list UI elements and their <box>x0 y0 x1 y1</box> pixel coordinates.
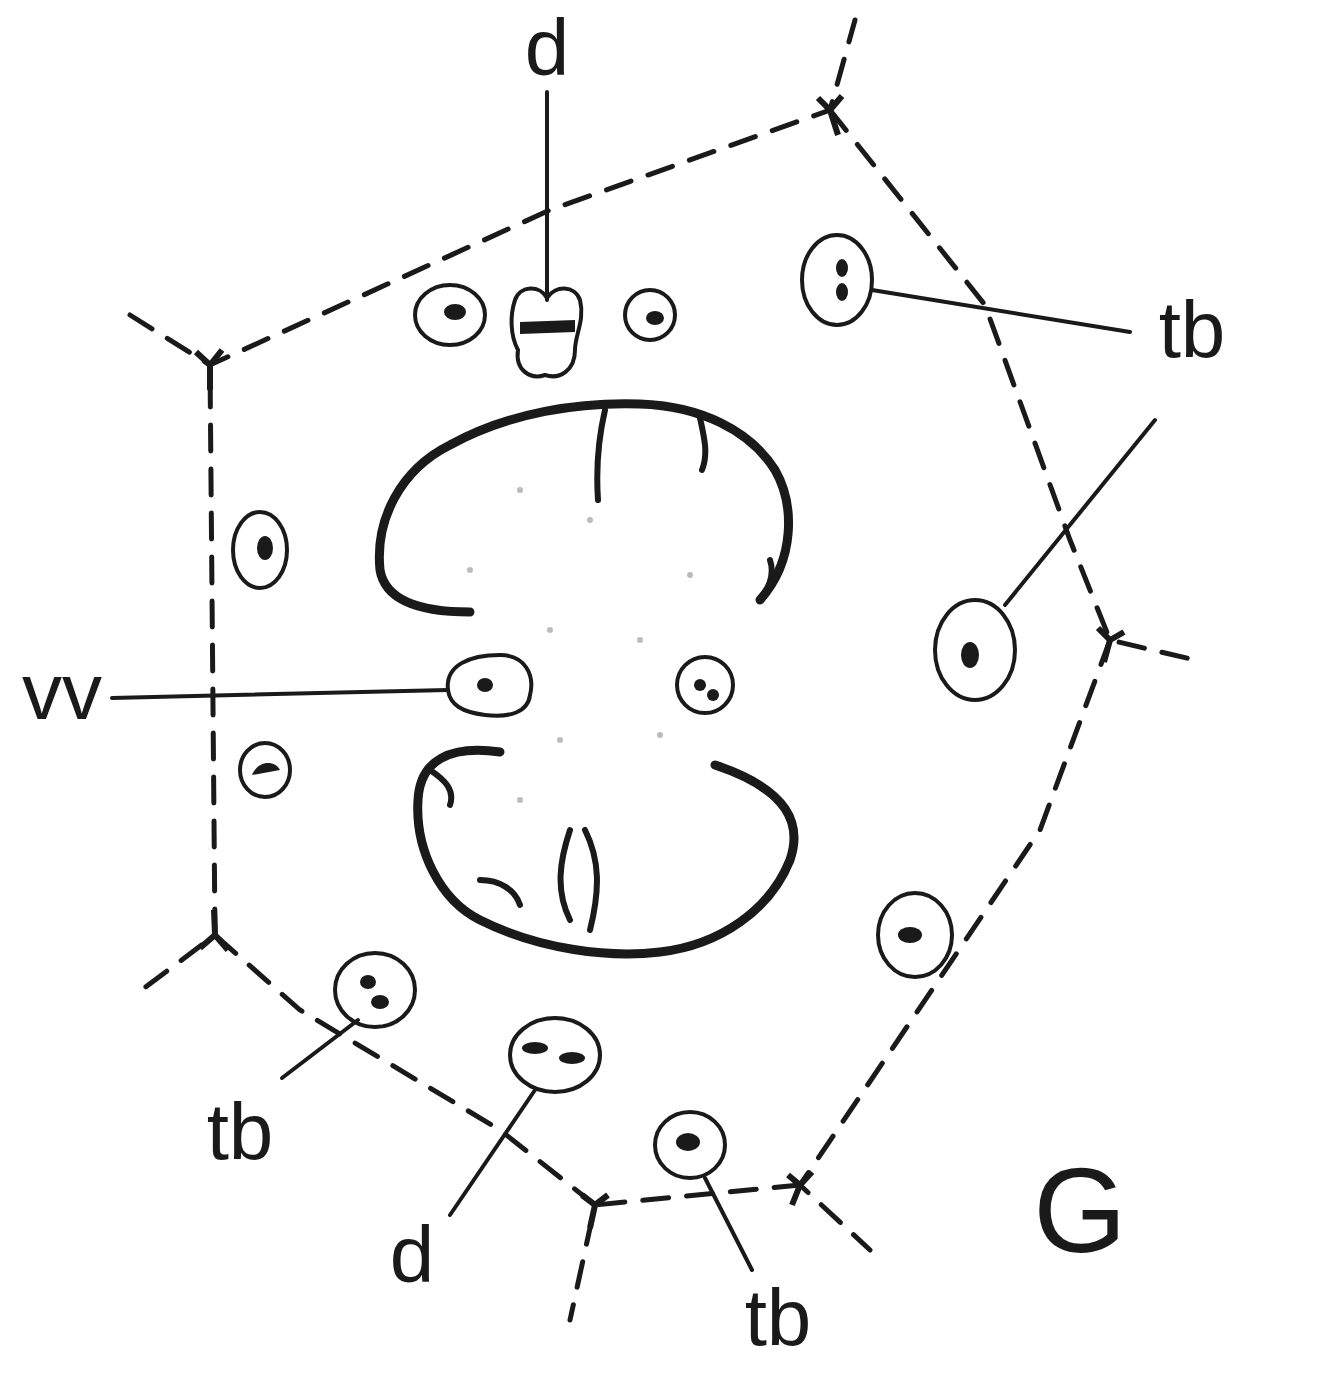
cell <box>655 1112 725 1178</box>
nucleus <box>252 763 280 775</box>
nucleus <box>257 536 273 560</box>
granule <box>467 567 473 573</box>
leader-line <box>282 1020 358 1078</box>
cell <box>935 600 1015 700</box>
nucleus <box>444 304 466 320</box>
nucleus <box>477 678 493 692</box>
junction-mark <box>818 96 842 135</box>
granule <box>637 637 643 643</box>
leader-line <box>1005 420 1155 605</box>
vessel-wall <box>418 750 794 954</box>
nucleus <box>646 311 664 325</box>
junction-mark <box>788 1172 812 1205</box>
structure-label: d <box>390 1215 435 1295</box>
nucleus <box>836 259 848 277</box>
junction-mark <box>196 350 222 390</box>
nucleus <box>676 1133 700 1151</box>
cell <box>677 657 733 713</box>
granule <box>517 487 523 493</box>
granule <box>517 797 523 803</box>
structure-label: tb <box>745 1278 812 1358</box>
granule <box>557 737 563 743</box>
structure-label: tb <box>207 1092 274 1172</box>
cell <box>233 512 287 588</box>
cell <box>625 290 675 340</box>
granule <box>587 517 593 523</box>
nucleus <box>898 927 922 943</box>
structure-label: vv <box>22 652 102 732</box>
junction-mark <box>582 1195 608 1228</box>
cell <box>802 235 872 325</box>
cell-boundary <box>830 110 1195 660</box>
cell <box>448 655 531 716</box>
vessel-fold <box>430 770 597 930</box>
junction-mark <box>1098 628 1124 662</box>
nucleus <box>522 1042 548 1054</box>
cell <box>415 285 485 345</box>
nucleus <box>961 642 979 668</box>
structure-label: d <box>525 8 570 88</box>
leader-line <box>872 290 1130 332</box>
cell-boundary <box>130 20 855 365</box>
cell <box>335 953 415 1027</box>
vessel-wall <box>379 404 788 612</box>
nucleus <box>360 975 376 989</box>
leader-line <box>112 690 448 698</box>
granule <box>657 732 663 738</box>
cell-boundary <box>210 365 215 935</box>
nucleus <box>707 689 719 701</box>
cell <box>510 1018 600 1092</box>
junction-mark <box>200 910 228 950</box>
leader-line <box>705 1178 752 1270</box>
structure-label: tb <box>1159 290 1226 370</box>
nucleus <box>559 1052 585 1064</box>
cell <box>878 893 952 977</box>
vessel-fold <box>597 410 771 598</box>
leader-line <box>545 92 549 300</box>
cell <box>240 743 290 797</box>
granule <box>687 572 693 578</box>
granule <box>547 627 553 633</box>
nucleus <box>520 320 575 334</box>
nucleus <box>371 995 389 1009</box>
nucleus <box>694 679 706 691</box>
leader-line <box>450 1090 535 1215</box>
nucleus <box>836 283 848 301</box>
panel-letter: G <box>1033 1150 1126 1270</box>
